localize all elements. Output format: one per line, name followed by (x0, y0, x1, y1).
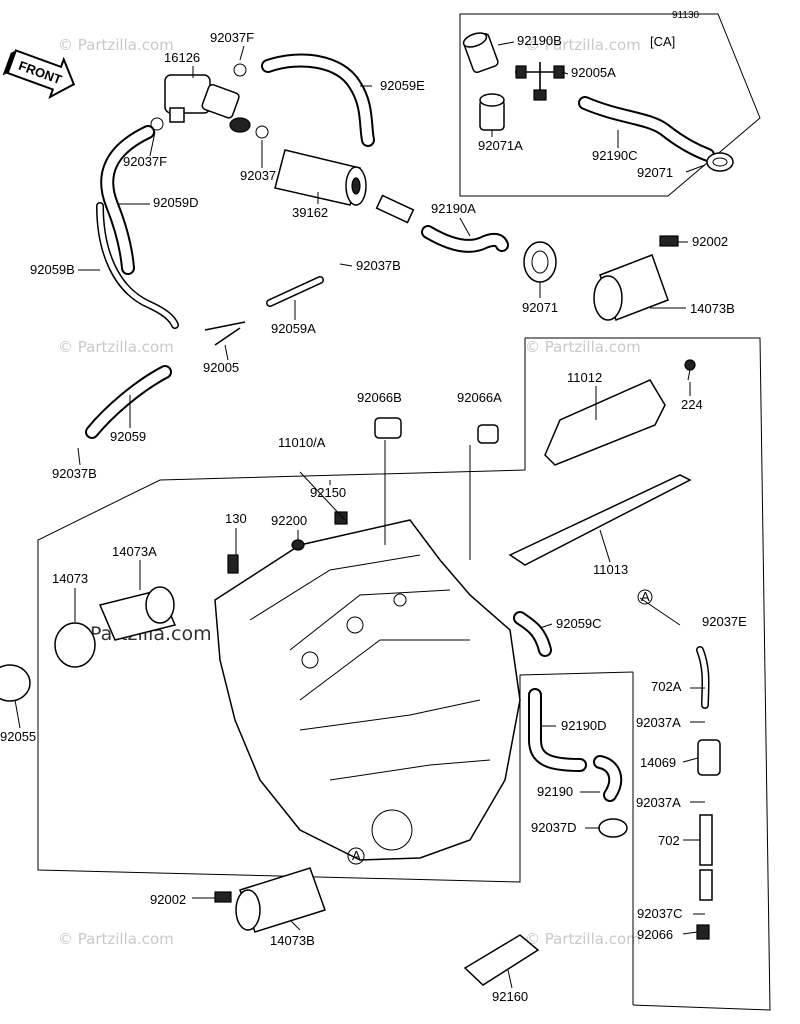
callout-a-bottom: A (352, 848, 361, 863)
label-92005A: 92005A (571, 65, 616, 80)
part-labels: 92037F 16126 92059E 92190B 92005A 92071A… (0, 30, 747, 1004)
label-14073B-low: 14073B (270, 933, 315, 948)
watermark-5: © Partzilla.com (58, 930, 174, 948)
label-leaders (14, 41, 706, 989)
label-92037A-1: 92037A (636, 715, 681, 730)
label-92037F-top: 92037F (210, 30, 254, 45)
watermark-2: © Partzilla.com (525, 36, 641, 54)
label-92037E: 92037E (702, 614, 747, 629)
label-92037: 92037 (240, 168, 276, 183)
label-92190C: 92190C (592, 148, 638, 163)
label-92002-top: 92002 (692, 234, 728, 249)
label-92055: 92055 (0, 729, 36, 744)
label-39162: 39162 (292, 205, 328, 220)
label-92190: 92190 (537, 784, 573, 799)
label-92190A: 92190A (431, 201, 476, 216)
page-number: 91130 (672, 10, 700, 21)
label-11012: 11012 (567, 370, 602, 385)
variant-label: [CA] (650, 34, 675, 49)
label-14069: 14069 (640, 755, 676, 770)
label-92190B: 92190B (517, 33, 562, 48)
airbox-body (0, 417, 681, 933)
label-14073A: 14073A (112, 544, 157, 559)
label-92037C: 92037C (637, 906, 683, 921)
label-92002-low: 92002 (150, 892, 186, 907)
label-92059D: 92059D (153, 195, 199, 210)
label-16126: 16126 (164, 50, 200, 65)
label-92037A-2: 92037A (636, 795, 681, 810)
label-92071-ca: 92071 (637, 165, 673, 180)
label-92160: 92160 (492, 989, 528, 1004)
label-92066: 92066 (637, 927, 673, 942)
label-702A: 702A (651, 679, 682, 694)
label-92190D: 92190D (561, 718, 607, 733)
label-224: 224 (681, 397, 703, 412)
watermark-4: © Partzilla.com (525, 338, 641, 356)
watermark-6: © Partzilla.com (525, 930, 641, 948)
label-92059: 92059 (110, 429, 146, 444)
label-92150: 92150 (310, 485, 346, 500)
label-92059A: 92059A (271, 321, 316, 336)
label-11013: 11013 (593, 562, 628, 577)
label-92037D: 92037D (531, 820, 577, 835)
label-92059C: 92059C (556, 616, 602, 631)
label-92066B: 92066B (357, 390, 402, 405)
label-92059B: 92059B (30, 262, 75, 277)
ca-kit-box: [CA] (459, 13, 761, 197)
label-92037B-mid: 92037B (356, 258, 401, 273)
right-parts (463, 359, 721, 986)
watermark-1: © Partzilla.com (58, 36, 174, 54)
watermark-3: © Partzilla.com (58, 338, 174, 356)
label-130: 130 (225, 511, 247, 526)
label-92005: 92005 (203, 360, 239, 375)
upper-hoses (85, 53, 679, 439)
label-92071A: 92071A (478, 138, 523, 153)
label-92071: 92071 (522, 300, 558, 315)
label-92200: 92200 (271, 513, 307, 528)
label-702: 702 (658, 833, 680, 848)
label-11010A: 11010/A (278, 435, 326, 450)
label-92037B-low: 92037B (52, 466, 97, 481)
label-92066A: 92066A (457, 390, 502, 405)
label-14073B-top: 14073B (690, 301, 735, 316)
callout-a-top: A (641, 589, 650, 604)
front-arrow-icon: FRONT (2, 49, 76, 100)
label-14073: 14073 (52, 571, 88, 586)
label-92059E: 92059E (380, 78, 425, 93)
label-92037F-left: 92037F (123, 154, 167, 169)
bracket-frames (37, 337, 771, 1011)
